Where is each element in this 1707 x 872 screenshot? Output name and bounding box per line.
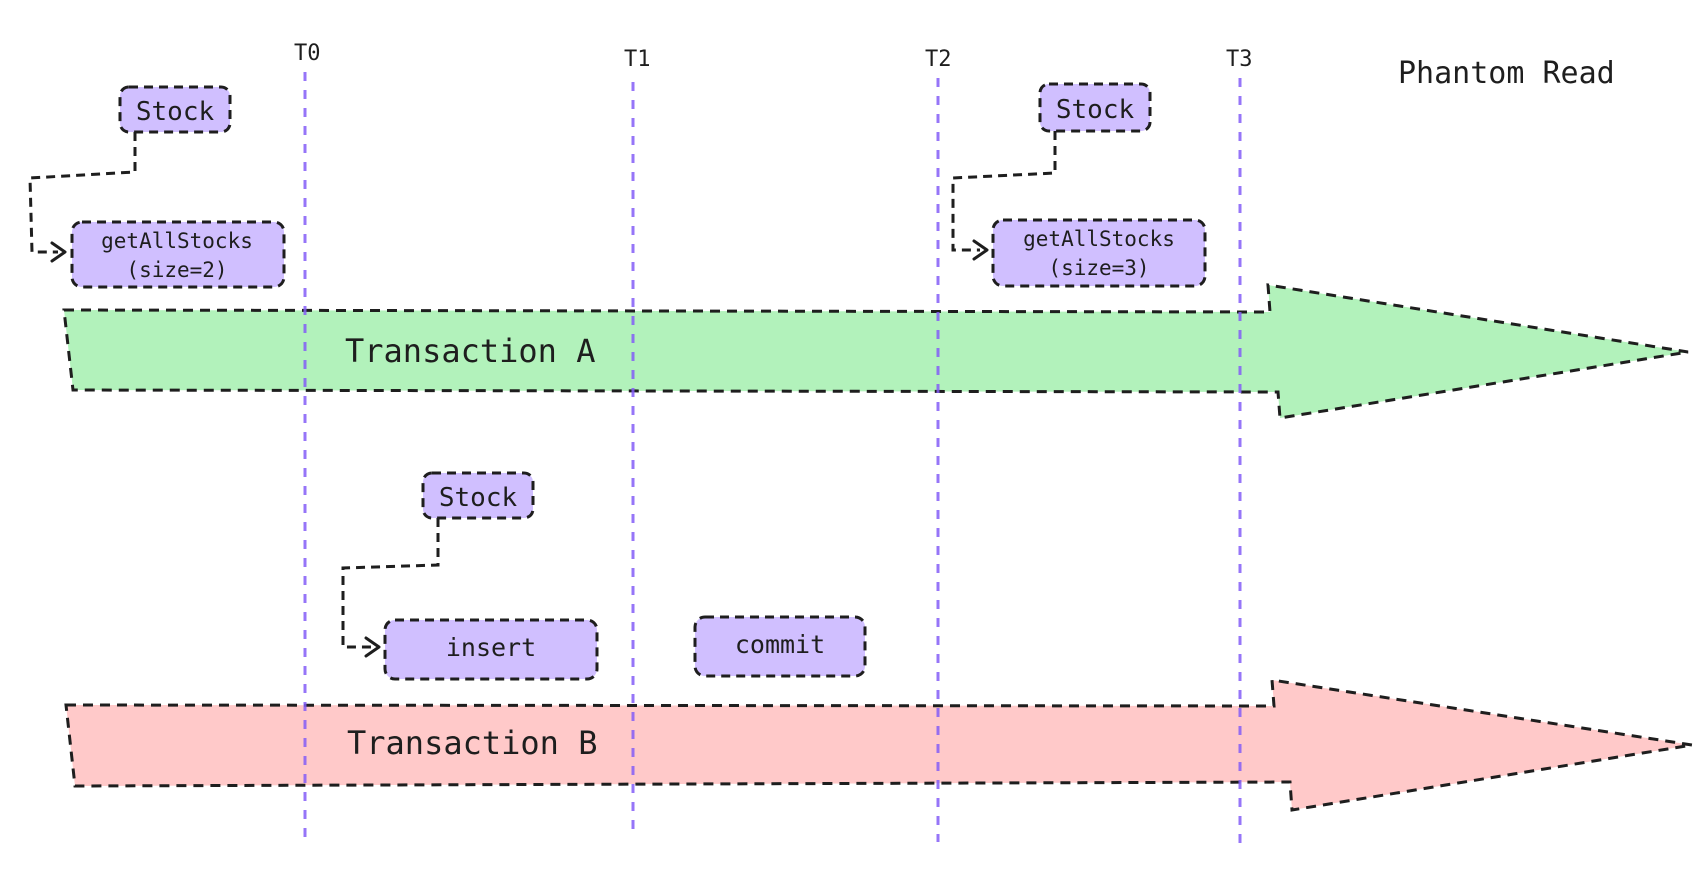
timeline-t1-label: T1: [624, 47, 651, 72]
transaction-b-arrow-shape: [64, 678, 1693, 812]
b-insert-box: [383, 618, 599, 681]
b-insert-group: Stock insert: [341, 471, 599, 681]
a-first-read-group: Stock getAllStocks (size=2): [28, 85, 286, 289]
timeline-t0-label: T0: [294, 41, 321, 66]
a-second-getallstocks-label: getAllStocks: [1023, 227, 1175, 251]
transaction-b-arrow: Transaction B: [64, 678, 1693, 812]
transaction-a-label: Transaction A: [345, 332, 595, 370]
timeline-t2: T2: [925, 47, 952, 842]
diagram-title: Phantom Read: [1398, 56, 1615, 91]
b-insert-label: insert: [446, 633, 536, 662]
b-stock-box: [421, 471, 535, 520]
timeline-t2-label: T2: [925, 47, 952, 72]
b-connector-arrowhead: [364, 636, 381, 658]
a-first-connector: [28, 132, 137, 254]
b-commit-label: commit: [735, 630, 825, 659]
timeline-t1: T1: [624, 47, 651, 838]
b-commit-box: [693, 615, 867, 678]
a-second-stock-label: Stock: [1056, 95, 1135, 125]
a-second-connector: [951, 131, 1057, 252]
timeline-t3: T3: [1226, 47, 1253, 846]
a-first-size-label: (size=2): [126, 258, 227, 282]
a-first-connector-arrowhead: [50, 241, 67, 263]
a-second-getallstocks-box: [991, 218, 1207, 288]
a-first-getallstocks-label: getAllStocks: [101, 229, 253, 253]
b-connector: [341, 518, 440, 649]
transaction-a-arrow-shape: [62, 283, 1689, 420]
transaction-b-label: Transaction B: [347, 724, 597, 762]
a-first-stock-label: Stock: [136, 97, 215, 127]
a-second-connector-arrowhead: [972, 239, 989, 261]
a-second-stock-box: [1038, 82, 1152, 133]
a-first-getallstocks-box: [70, 220, 286, 289]
a-second-size-label: (size=3): [1048, 256, 1149, 280]
b-commit-group: commit: [693, 615, 867, 678]
transaction-a-arrow: Transaction A: [62, 283, 1689, 420]
timeline-t3-label: T3: [1226, 47, 1253, 72]
timeline-t0: T0: [294, 41, 321, 842]
b-stock-label: Stock: [439, 483, 518, 513]
a-first-stock-box: [118, 85, 232, 134]
a-second-read-group: Stock getAllStocks (size=3): [951, 82, 1207, 288]
